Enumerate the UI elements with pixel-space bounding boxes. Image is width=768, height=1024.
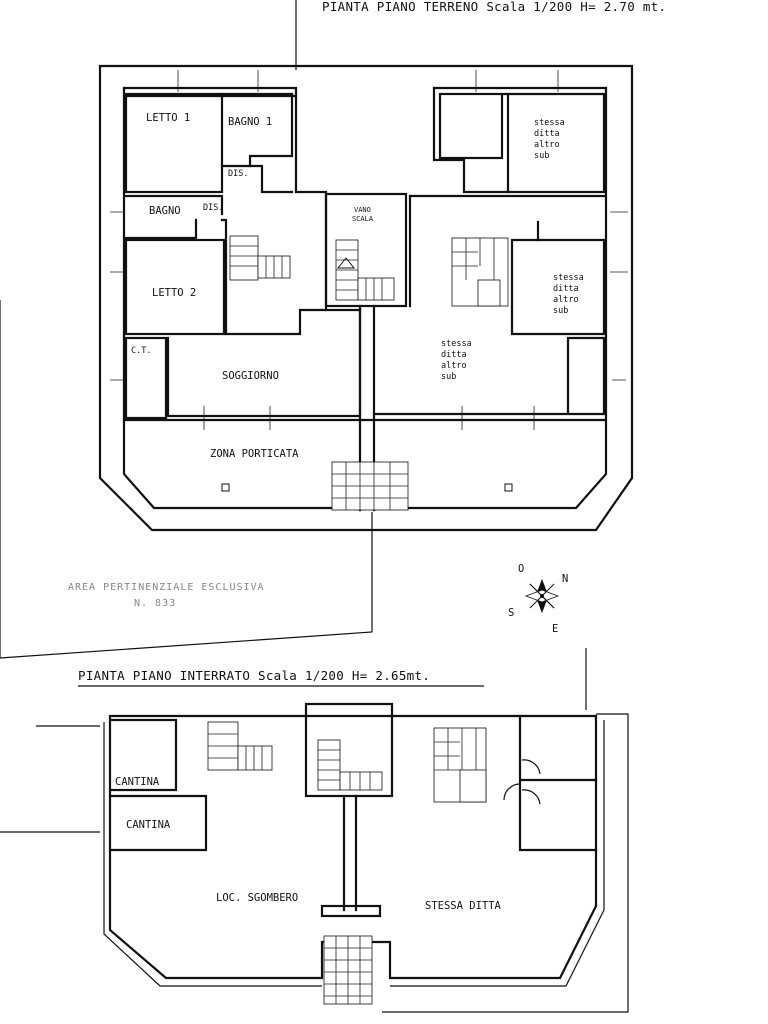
room-stessa-ditta-center [372, 336, 606, 416]
label-letto-2: LETTO 2 [152, 287, 196, 299]
label-stessa-top-4: sub [534, 151, 549, 161]
label-stessa-center-3: altro [441, 361, 467, 371]
label-stessa-center-1: stessa [441, 339, 472, 349]
room-cantina-2 [108, 794, 208, 852]
label-scala: SCALA [352, 215, 374, 223]
label-letto-1: LETTO 1 [146, 112, 190, 124]
room-bagno-1 [220, 92, 294, 168]
compass-o: O [518, 563, 524, 575]
label-stessa-center-4: sub [441, 372, 456, 382]
stair-right-basement [433, 727, 487, 803]
label-ct: C.T. [131, 346, 151, 356]
label-dis-lower: DIS. [203, 203, 223, 213]
label-stessa-top-3: altro [534, 140, 560, 150]
compass-n: N [562, 573, 568, 585]
ground-floor-outer-wall [98, 64, 634, 532]
label-soggiorno: SOGGIORNO [222, 370, 279, 382]
label-cantina-1: CANTINA [115, 776, 160, 788]
ground-floor-inner-wall [122, 86, 298, 98]
area-note-line2: N. 833 [134, 598, 176, 609]
porch-steps [331, 461, 409, 511]
room-stessa-ditta-top [502, 92, 606, 194]
basement-outer-wall [108, 702, 598, 980]
label-loc-sgombero: LOC. SGOMBERO [216, 892, 298, 904]
stair-core-basement [304, 714, 394, 798]
stair-left-basement [207, 721, 273, 771]
compass-e: E [552, 623, 558, 635]
label-vano: VANO [354, 206, 371, 214]
lot-boundary [0, 512, 373, 659]
room-cantina-1 [108, 718, 178, 792]
label-stessa-right-2: ditta [553, 284, 579, 294]
label-stessa-top-2: ditta [534, 129, 560, 139]
room-soggiorno [166, 308, 362, 418]
label-cantina-2: CANTINA [126, 819, 171, 831]
room-ct [124, 336, 168, 420]
room-letto-1 [124, 92, 224, 194]
label-stessa-right-4: sub [553, 306, 568, 316]
stair-central-basement [317, 739, 383, 791]
label-stessa-center-2: ditta [441, 350, 467, 360]
basement-title: PIANTA PIANO INTERRATO Scala 1/200 H= 2.… [78, 668, 430, 683]
label-bagno: BAGNO [149, 205, 181, 217]
stair-right-ground [451, 237, 509, 307]
area-note-line1: AREA PERTINENZIALE ESCLUSIVA [68, 582, 265, 593]
zona-porticata-outline [122, 418, 608, 510]
label-stessa-top-1: stessa [534, 118, 565, 128]
label-dis-upper: DIS. [228, 169, 248, 179]
room-vano-scala [324, 192, 408, 308]
label-stessa-right-3: altro [553, 295, 579, 305]
compass-s: S [508, 607, 514, 619]
room-stessa-ditta-right [510, 238, 606, 336]
stair-vano-scala [335, 239, 395, 301]
stair-left-ground [229, 235, 291, 281]
stair-bottom-basement [323, 935, 373, 1005]
label-zona-porticata: ZONA PORTICATA [210, 448, 299, 460]
label-bagno-1: BAGNO 1 [228, 116, 272, 128]
label-stessa-ditta-basement: STESSA DITTA [425, 900, 502, 912]
ground-floor-title: PIANTA PIANO TERRENO Scala 1/200 H= 2.70… [322, 0, 666, 14]
label-stessa-right-1: stessa [553, 273, 584, 283]
room-bagno [124, 218, 198, 240]
room-letto-2 [124, 238, 226, 336]
compass-rose [524, 578, 560, 614]
